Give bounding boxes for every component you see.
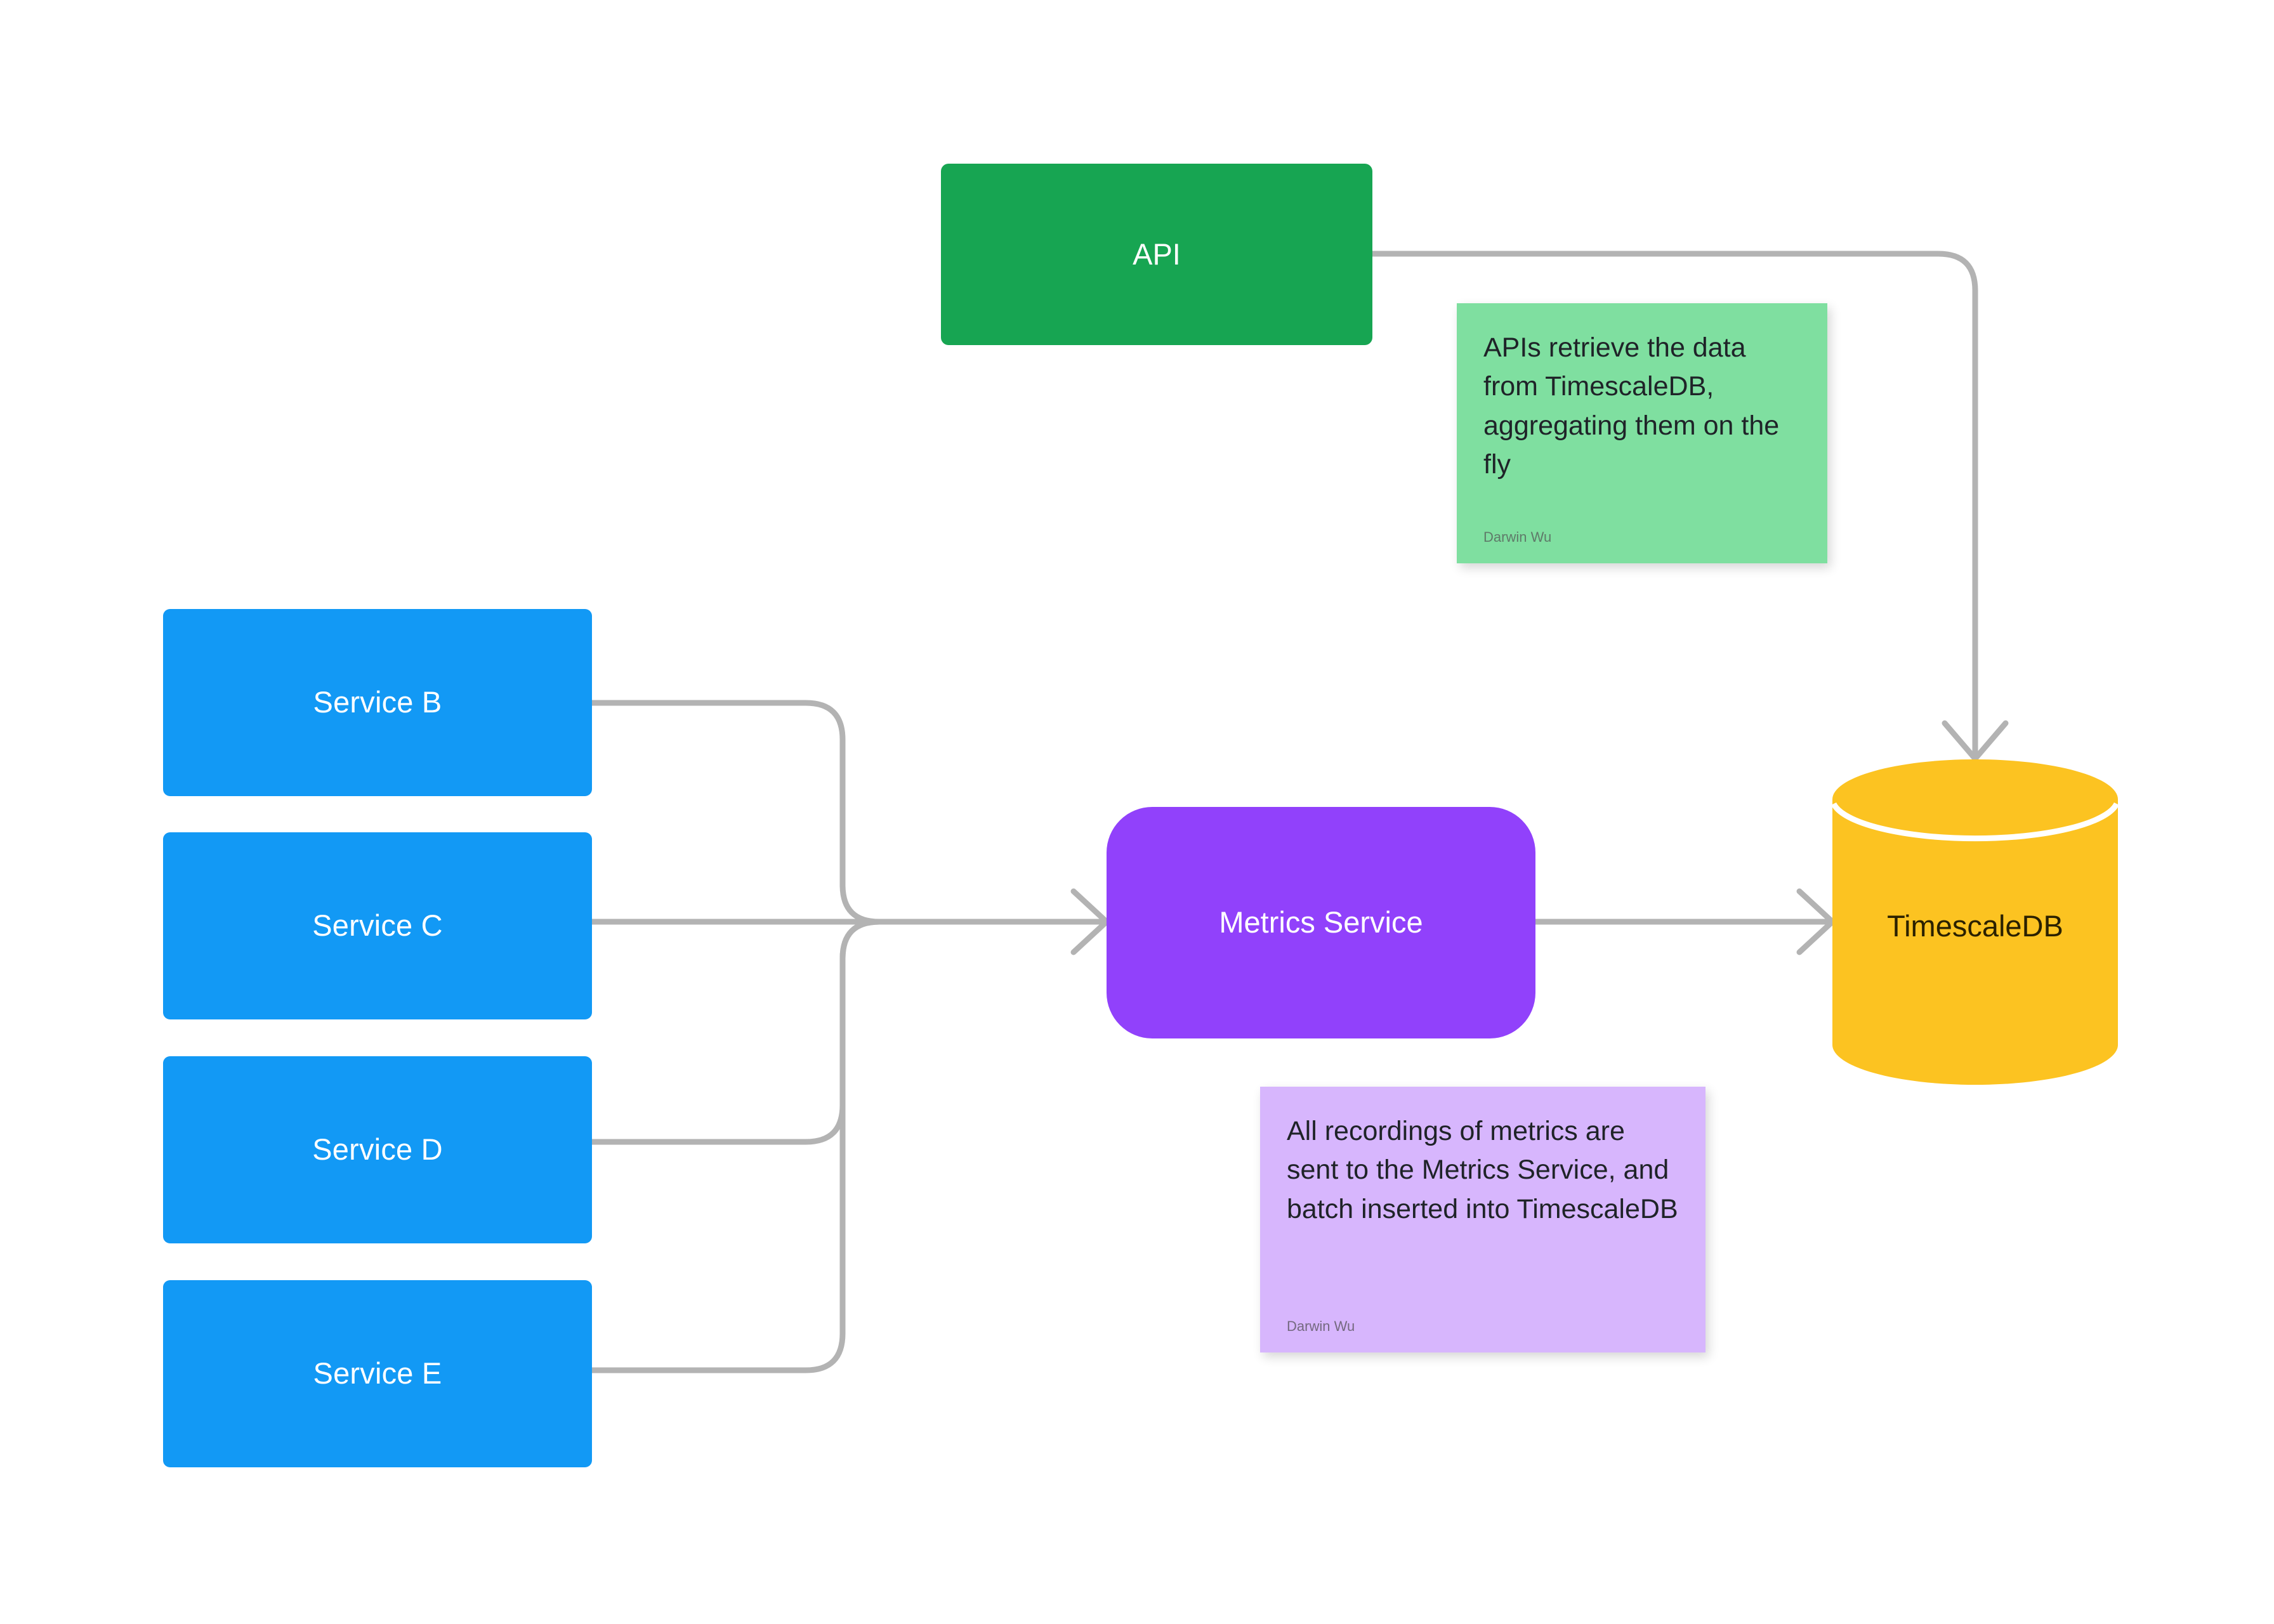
node-api-label: API (1133, 237, 1181, 271)
edge-service-e-to-metrics (587, 919, 883, 1373)
arrowhead-to-metrics (1070, 888, 1110, 955)
node-metrics-service[interactable]: Metrics Service (1107, 807, 1535, 1038)
node-timescaledb[interactable]: TimescaleDB (1832, 759, 2118, 1085)
node-service-b[interactable]: Service B (163, 609, 592, 796)
sticky-note-metrics-text: All recordings of metrics are sent to th… (1287, 1116, 1678, 1224)
node-service-e-label: Service E (313, 1356, 442, 1391)
sticky-note-api-author: Darwin Wu (1483, 529, 1552, 545)
sticky-note-api[interactable]: APIs retrieve the data from TimescaleDB,… (1457, 303, 1827, 563)
sticky-note-metrics[interactable]: All recordings of metrics are sent to th… (1260, 1087, 1705, 1352)
node-metrics-service-label: Metrics Service (1219, 905, 1423, 940)
sticky-note-api-text: APIs retrieve the data from TimescaleDB,… (1483, 332, 1780, 480)
sticky-note-metrics-author: Darwin Wu (1287, 1318, 1355, 1334)
edge-service-b-to-metrics (587, 700, 883, 925)
node-service-d[interactable]: Service D (163, 1056, 592, 1243)
arrowhead-api-to-timescaledb (1942, 720, 2009, 762)
node-service-e[interactable]: Service E (163, 1280, 592, 1467)
cylinder-shape (1832, 759, 2118, 1085)
node-service-c[interactable]: Service C (163, 832, 592, 1019)
node-timescaledb-label: TimescaleDB (1887, 909, 2063, 943)
node-service-c-label: Service C (312, 908, 443, 943)
arrowhead-metrics-to-timescaledb (1796, 888, 1836, 955)
node-service-d-label: Service D (312, 1132, 443, 1167)
node-api[interactable]: API (941, 164, 1372, 345)
edge-service-d-to-metrics (587, 919, 883, 1145)
node-service-b-label: Service B (313, 685, 442, 719)
